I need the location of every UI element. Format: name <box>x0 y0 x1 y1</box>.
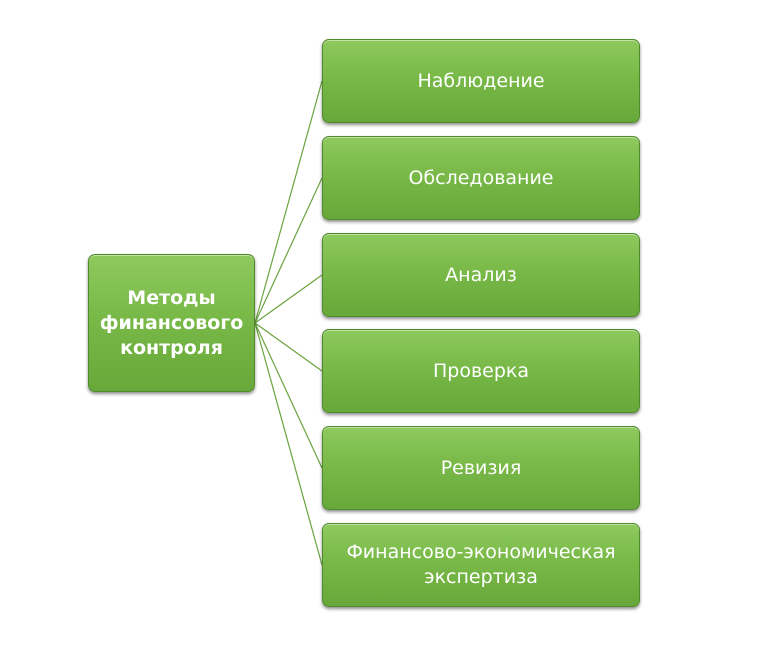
child-node-audit: Ревизия <box>322 426 640 510</box>
connector-line <box>254 322 323 372</box>
root-node-label: Методы финансового контроля <box>99 286 244 359</box>
child-node-expertise: Финансово-экономическая экспертиза <box>322 523 640 607</box>
root-node: Методы финансового контроля <box>88 254 255 392</box>
child-node-label: Обследование <box>408 166 554 189</box>
child-node-label: Финансово-экономическая экспертиза <box>346 541 616 588</box>
child-node-observation: Наблюдение <box>322 39 640 123</box>
child-node-label: Наблюдение <box>417 69 545 92</box>
child-node-inspection: Проверка <box>322 329 640 413</box>
connector-line <box>254 274 323 324</box>
child-node-label: Проверка <box>432 359 530 382</box>
child-node-label: Анализ <box>445 263 517 286</box>
child-node-label: Ревизия <box>440 456 522 479</box>
connector-line <box>254 80 323 324</box>
connector-line <box>254 322 323 469</box>
child-node-survey: Обследование <box>322 136 640 220</box>
connector-line <box>254 177 323 324</box>
connector-line <box>254 322 323 566</box>
child-node-analysis: Анализ <box>322 233 640 317</box>
